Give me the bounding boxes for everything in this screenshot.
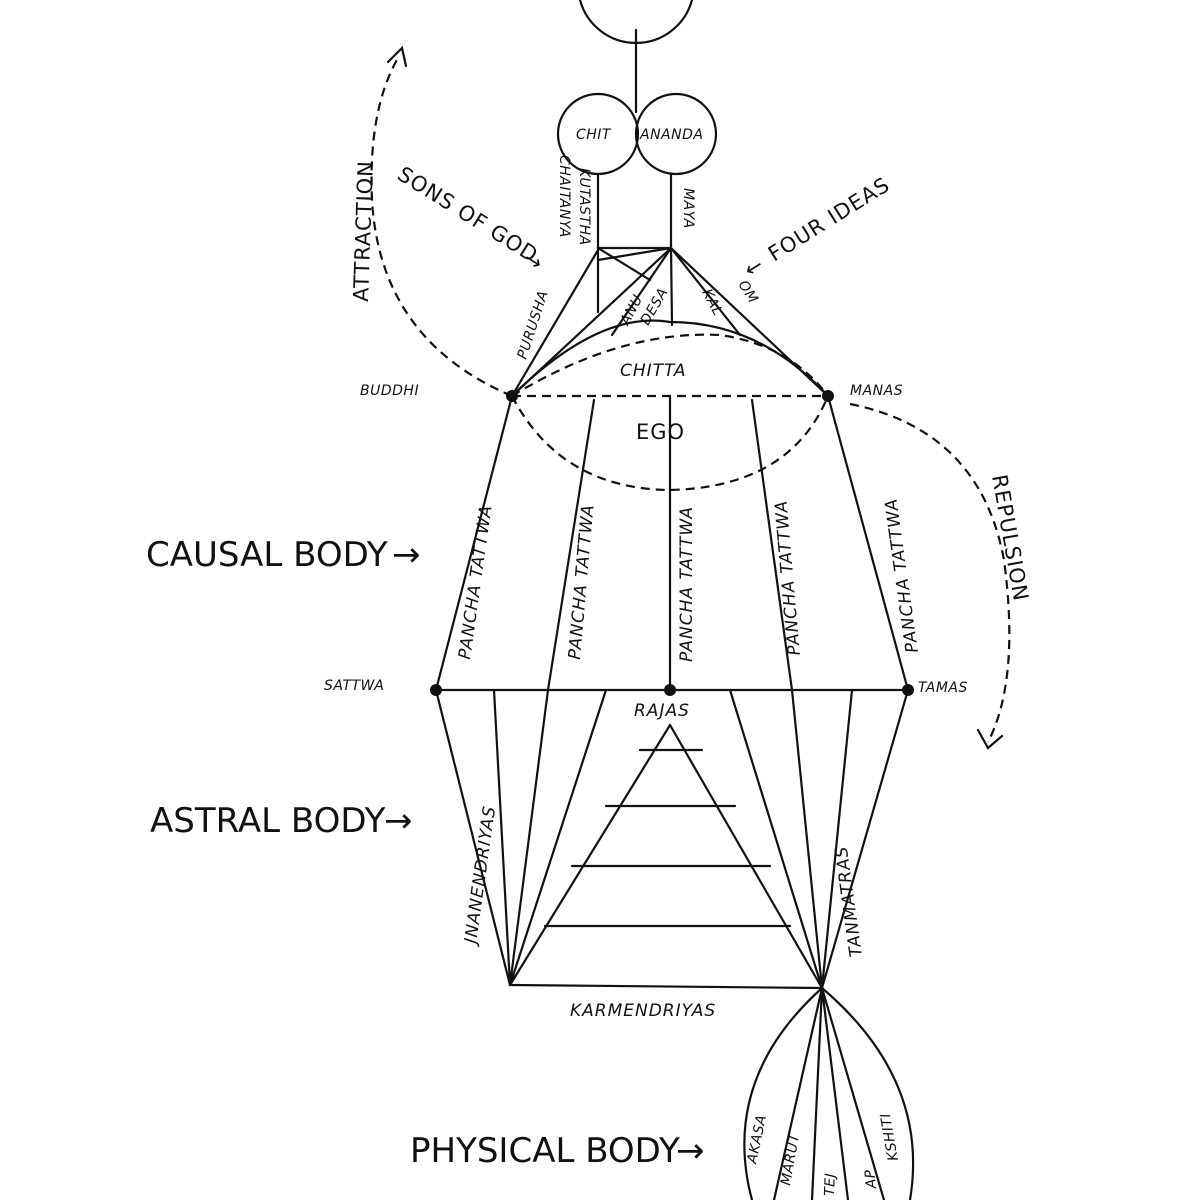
physical-ray-4 <box>820 986 886 1200</box>
astral-fan-3 <box>508 688 608 987</box>
kshiti-label: KSHITI <box>878 1112 902 1162</box>
rajas-dot <box>664 684 676 696</box>
astral-fan-5 <box>790 688 824 990</box>
karmendriyas-label: KARMENDRIYAS <box>570 1001 716 1021</box>
astral-bottom <box>508 983 824 990</box>
ego-label: EGO <box>636 420 685 444</box>
attraction-arrowhead <box>386 45 408 68</box>
pancha-tattwa-5: PANCHA TATTWA <box>881 497 923 654</box>
attraction-label: ATTRACTION <box>349 160 378 302</box>
chaitanya-label: CHAITANYA <box>556 155 572 238</box>
chitta-upper-arc <box>510 319 830 398</box>
rajas-tri-left <box>508 723 672 987</box>
maya-inner-1 <box>610 246 673 337</box>
physical-ray-1 <box>772 986 824 1200</box>
causal-body-arrow: → <box>392 535 421 575</box>
astral-left <box>434 688 512 987</box>
astral-fan-6 <box>820 688 854 990</box>
chit-to-buddhi <box>510 248 600 398</box>
ananda-circle <box>634 92 718 176</box>
causal-left <box>434 394 514 692</box>
pancha-tattwa-2: PANCHA TATTWA <box>565 503 599 660</box>
maya-label: MAYA <box>680 188 696 229</box>
ananda-label: ANANDA <box>639 127 703 143</box>
tej-label: TEJ <box>822 1173 839 1197</box>
repulsion-arrowhead <box>976 728 1004 750</box>
rajas-label: RAJAS <box>634 701 690 721</box>
marut-label: MARUT <box>778 1131 803 1187</box>
four-ideas-label: FOUR IDEAS <box>764 172 894 266</box>
astral-body-arrow: → <box>384 801 413 841</box>
four-ideas-arrow: ← <box>740 252 768 282</box>
sons-of-god-label: SONS OF GOD <box>393 162 542 268</box>
kal-label: KAL <box>698 286 725 318</box>
ap-label: AP <box>862 1169 880 1190</box>
physical-body-arrow: → <box>676 1131 705 1171</box>
physical-right-lobe <box>820 986 915 1200</box>
maya-inner-2 <box>669 246 674 327</box>
chitta-dashed-arc <box>511 333 829 397</box>
tanmatras-label: TANMATRAS <box>832 845 867 959</box>
causal-inner-2 <box>750 398 794 692</box>
maya-inner-3 <box>669 246 742 337</box>
astral-right <box>820 688 910 990</box>
tamas-label: TAMAS <box>918 680 968 696</box>
ego-lower-arc <box>511 395 830 492</box>
rajas-tri-right <box>668 723 824 990</box>
purusha-label: PURUSHA <box>515 289 552 362</box>
causal-right <box>826 394 910 692</box>
buddhi-label: BUDDHI <box>360 383 419 399</box>
chit-label: CHIT <box>576 127 612 143</box>
repulsion-label: REPULSION <box>987 473 1033 604</box>
kutastha-label: KUTASTHA <box>576 168 592 246</box>
physical-ray-3 <box>820 986 850 1200</box>
om-label: OM <box>735 278 761 307</box>
astral-body-label: ASTRAL BODY <box>150 801 386 841</box>
astral-fan-4 <box>728 688 824 990</box>
physical-left-lobe <box>743 986 824 1200</box>
chitta-label: CHITTA <box>620 361 687 381</box>
causal-inner-1 <box>546 398 596 692</box>
pancha-tattwa-3: PANCHA TATTWA <box>677 506 697 662</box>
manas-label: MANAS <box>850 383 903 399</box>
pancha-tattwa-1: PANCHA TATTWA <box>455 503 497 660</box>
causal-body-label: CAUSAL BODY <box>146 535 388 575</box>
astral-fan-1 <box>492 688 512 987</box>
astral-fan-2 <box>508 688 550 987</box>
cross-a <box>596 246 673 262</box>
sattwa-label: SATTWA <box>324 678 384 694</box>
physical-body-label: PHYSICAL BODY <box>410 1131 680 1171</box>
akasa-label: AKASA <box>744 1113 770 1166</box>
physical-ray-2 <box>810 986 824 1200</box>
